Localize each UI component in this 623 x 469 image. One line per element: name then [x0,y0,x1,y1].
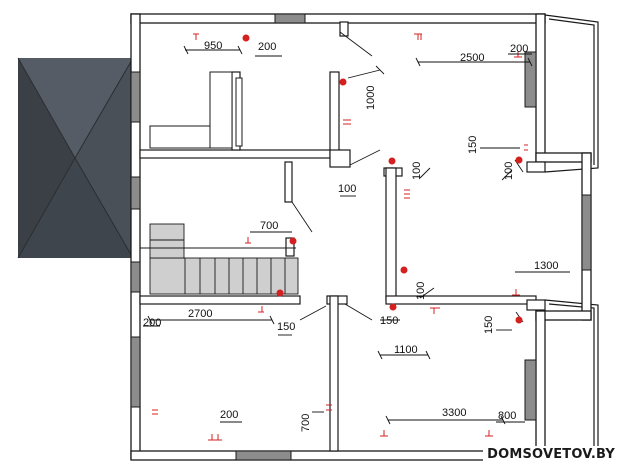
dimension-label: 3300 [442,407,466,419]
stairs [140,223,299,295]
outlet [152,33,528,441]
door [291,31,524,323]
dimension-label: 800 [498,410,516,422]
dimension-label: 200 [220,409,238,421]
dimension-label: 100 [503,162,515,180]
dimension-labels: 950 200 2500 200 1000 150 100 100 100 70… [143,40,558,432]
dimension-label: 1100 [394,344,418,356]
window [130,13,592,461]
dimension-label: 150 [380,315,398,327]
kitchen-counter [149,71,243,149]
dimension-label: 200 [510,43,528,55]
dimension-label: 2700 [188,308,212,320]
interior-walls [139,21,546,452]
dimension-label: 700 [260,220,278,232]
dimension-line [143,45,570,425]
dimension-label: 1300 [534,260,558,272]
dimension-label: 150 [277,321,295,333]
dimension-label: 100 [411,162,423,180]
dimension-label: 200 [258,41,276,53]
dimension-label: 700 [300,414,312,432]
exterior-walls [130,13,592,461]
dimension-label: 150 [467,136,479,154]
watermark: DOMSOVETOV.BY [483,446,619,463]
dimension-label: 1000 [365,86,377,110]
roof-outline [17,57,134,259]
dimension-label: 100 [338,183,356,195]
dimension-label: 200 [143,317,161,329]
dimension-label: 100 [415,282,427,300]
dimension-label: 2500 [460,52,484,64]
dimension-label: 950 [204,40,222,52]
dimension-label: 150 [483,316,495,334]
